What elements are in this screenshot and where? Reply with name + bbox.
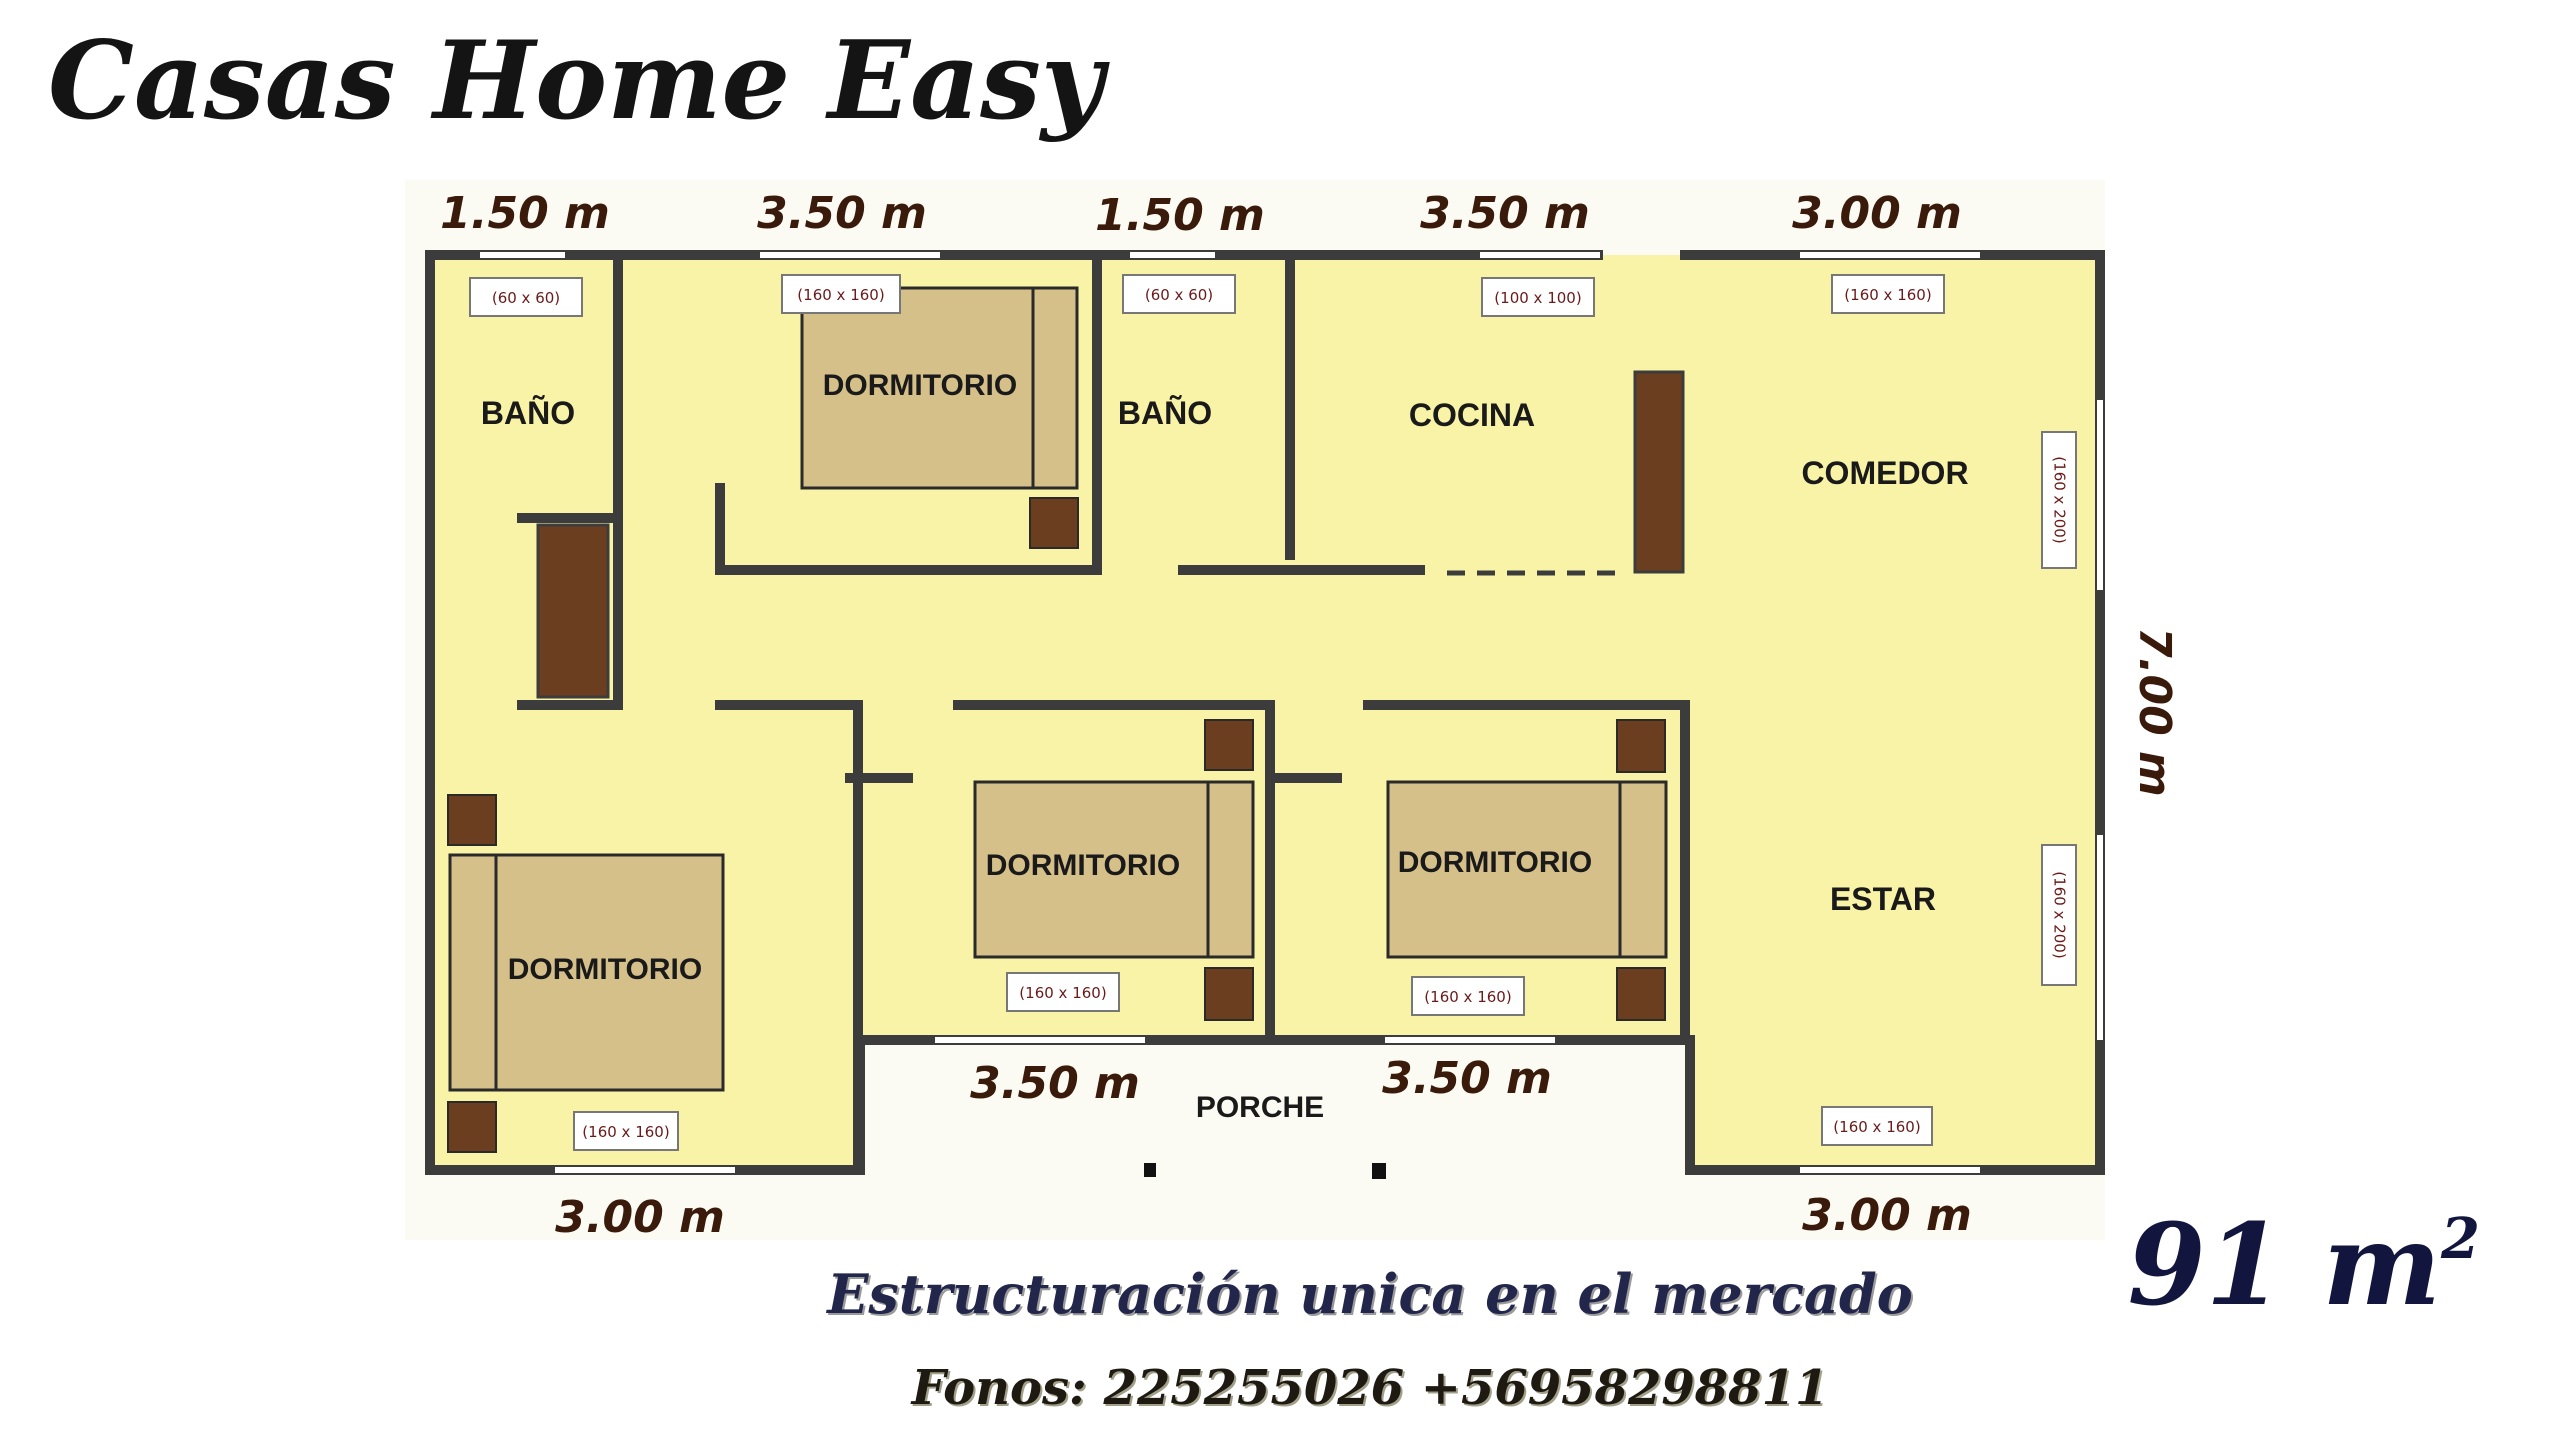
nightstand — [447, 794, 497, 846]
dimension-top-3: 1.50 m — [1095, 190, 1265, 241]
window-tag: (160 x 200) — [2051, 456, 2069, 543]
window-tag: (160 x 160) — [1424, 988, 1511, 1006]
tagline: Estructuración unica en el mercado — [827, 1262, 1913, 1326]
dimension-top-5: 3.00 m — [1792, 188, 1962, 239]
room-label-comedor: COMEDOR — [1801, 455, 1968, 491]
room-label-dormitorio-bottom-mid: DORMITORIO — [986, 849, 1180, 882]
room-label-dormitorio-bottom-left: DORMITORIO — [508, 953, 702, 986]
total-area-unit-superscript: 2 — [2441, 1206, 2480, 1272]
room-label-dormitorio-top: DORMITORIO — [823, 369, 1017, 402]
total-area: 91 m2 — [2128, 1200, 2480, 1331]
nightstand — [447, 1101, 497, 1153]
room-label-dormitorio-bottom-right: DORMITORIO — [1398, 846, 1592, 879]
window-tag: (160 x 160) — [582, 1123, 669, 1141]
closet-left — [536, 523, 610, 699]
dimension-porch-right: 3.50 m — [1382, 1053, 1552, 1104]
contact-phones: Fonos: 225255026 +56958298811 — [911, 1360, 1829, 1416]
furniture — [447, 286, 1685, 1179]
window-openings — [480, 252, 2103, 1173]
porch-post — [1372, 1163, 1386, 1179]
nightstand — [1616, 719, 1666, 773]
room-label-porche: PORCHE — [1196, 1091, 1324, 1124]
room-label-bano-mid: BAÑO — [1118, 395, 1212, 431]
window-tag: (100 x 100) — [1494, 289, 1581, 307]
dimension-labels: 1.50 m 3.50 m 1.50 m 3.50 m 3.00 m 7.00 … — [440, 188, 2180, 1243]
window-tag: (160 x 160) — [1833, 1118, 1920, 1136]
dimension-bottom-left: 3.00 m — [555, 1192, 725, 1243]
kitchen-counter — [1633, 370, 1685, 574]
dimension-top-2: 3.50 m — [757, 188, 927, 239]
dimension-side: 7.00 m — [2129, 627, 2180, 797]
porch-post — [1144, 1163, 1156, 1177]
dimension-top-4: 3.50 m — [1420, 188, 1590, 239]
room-label-bano-left: BAÑO — [481, 395, 575, 431]
interior-walls — [517, 250, 1690, 1175]
room-label-cocina: COCINA — [1409, 397, 1535, 433]
window-tag: (160 x 160) — [797, 286, 884, 304]
window-tag: (160 x 200) — [2051, 871, 2069, 958]
dimension-porch-left: 3.50 m — [970, 1058, 1140, 1109]
window-tag: (60 x 60) — [492, 289, 560, 307]
room-labels: BAÑO DORMITORIO BAÑO COCINA COMEDOR ESTA… — [481, 369, 1969, 1124]
window-tag: (160 x 160) — [1019, 984, 1106, 1002]
nightstand — [1204, 967, 1254, 1021]
nightstand — [1204, 719, 1254, 771]
dimension-bottom-right: 3.00 m — [1802, 1190, 1972, 1241]
brand-title: Casas Home Easy — [48, 18, 1104, 144]
window-tag: (60 x 60) — [1145, 286, 1213, 304]
dimension-top-1: 1.50 m — [440, 188, 610, 239]
bed-top — [800, 286, 1079, 490]
window-tags: (60 x 60) (160 x 160) (60 x 60) (100 x 1… — [469, 274, 2077, 1151]
window-tag: (160 x 160) — [1844, 286, 1931, 304]
total-area-value: 91 m — [2127, 1200, 2442, 1331]
nightstand — [1616, 967, 1666, 1021]
nightstand — [1029, 497, 1079, 549]
room-label-estar: ESTAR — [1830, 881, 1936, 917]
